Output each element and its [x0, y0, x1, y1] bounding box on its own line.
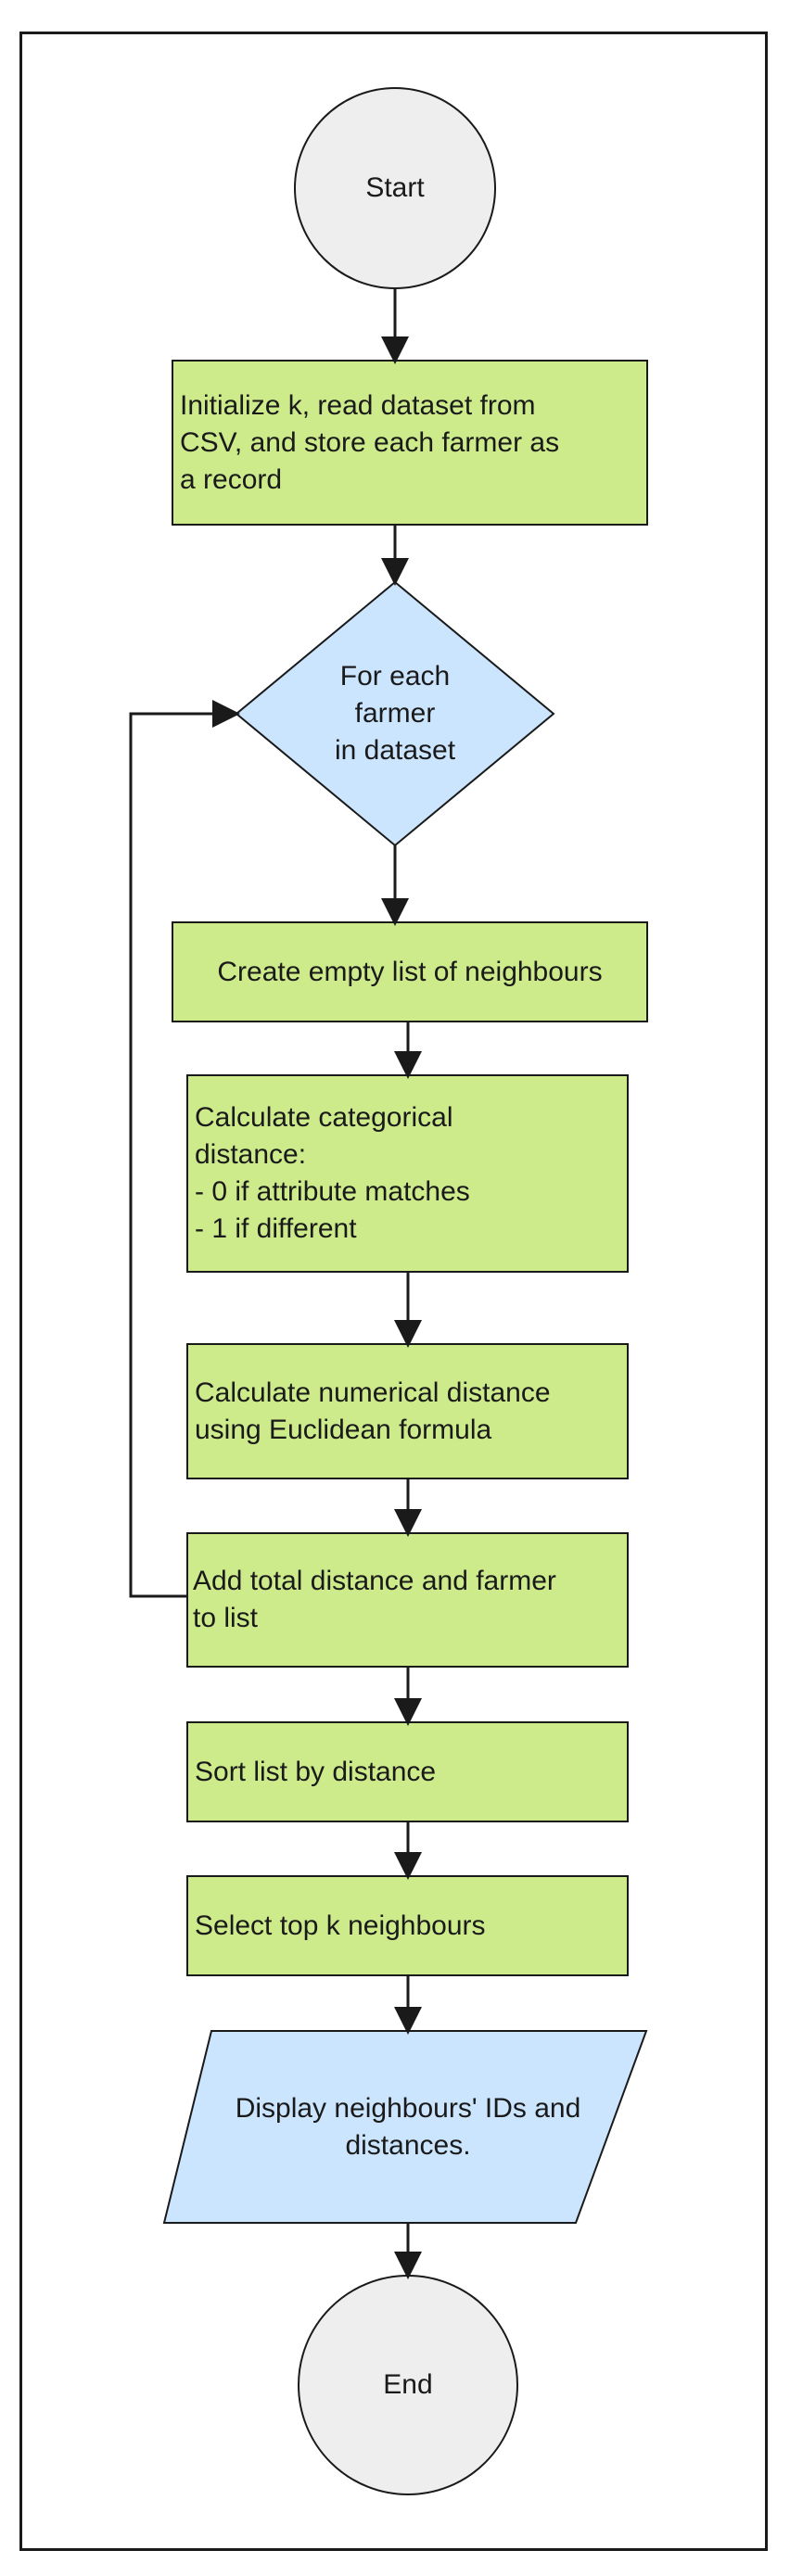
init-label: Initialize k, read dataset from CSV, and…: [180, 389, 560, 495]
loop-back-arrow: [129, 700, 240, 1598]
sort-process: [186, 1721, 629, 1822]
init-process: [172, 360, 648, 526]
create-list-process: [172, 921, 648, 1022]
sort-label: Sort list by distance: [195, 1756, 437, 1787]
select-process: [186, 1875, 629, 1976]
display-io: [162, 2030, 648, 2224]
display-label: Display neighbours' IDs and distances.: [235, 2093, 581, 2161]
select-label: Select top k neighbours: [195, 1910, 486, 1941]
create-list-label: Create empty list of neighbours: [217, 956, 603, 987]
categorical-label: Calculate categorical distance: - 0 if a…: [195, 1102, 470, 1244]
categorical-process: [186, 1074, 629, 1273]
start-label: Start: [365, 172, 425, 203]
numerical-process: [186, 1343, 629, 1479]
end-label: End: [383, 2369, 433, 2400]
add-total-process: [186, 1532, 629, 1668]
diagram-frame: [19, 32, 768, 2551]
numerical-label: Calculate numerical distance using Eucli…: [195, 1377, 551, 1445]
loop-label: For each farmer in dataset: [334, 661, 456, 766]
add-total-label: Add total distance and farmer to list: [193, 1566, 556, 1633]
